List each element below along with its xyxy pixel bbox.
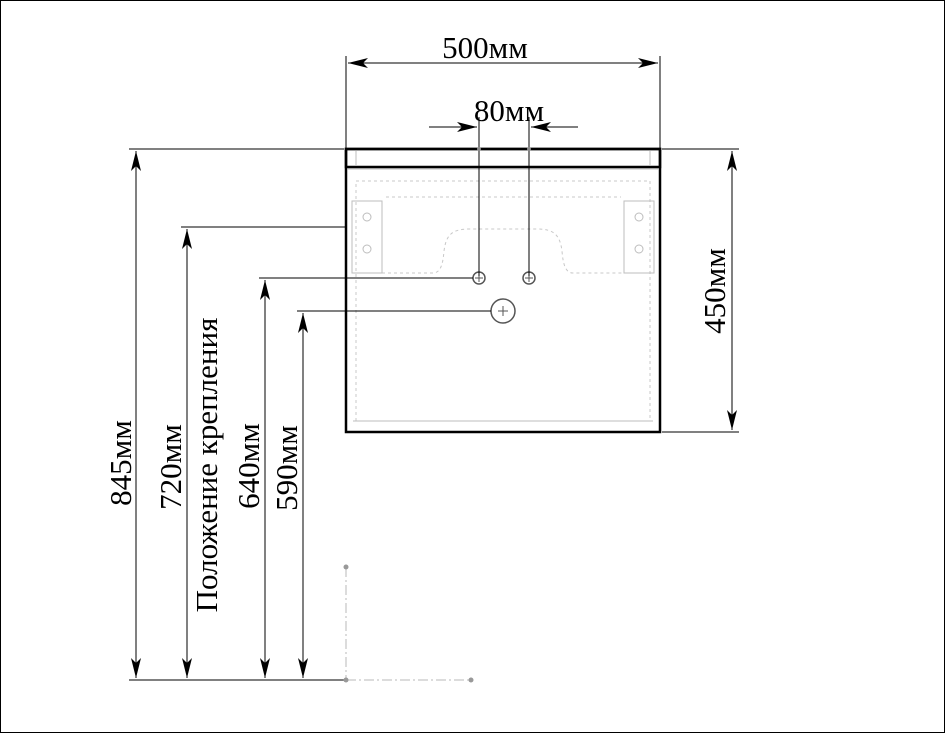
cabinet <box>344 147 662 434</box>
left-bracket <box>351 200 383 274</box>
mount-position-label: Положение крепления <box>189 318 224 613</box>
height-dimension: 450мм <box>662 148 739 433</box>
inner-frame <box>355 180 651 422</box>
floor-line <box>129 564 474 683</box>
right-bracket <box>623 200 655 274</box>
drain-hole <box>490 298 516 324</box>
mount-height-dimension: 720мм Положение крепления <box>153 226 346 678</box>
height-label: 450мм <box>697 248 732 334</box>
countertop <box>344 147 662 169</box>
inlet-height-1-label: 640мм <box>231 423 266 509</box>
inlet-height-2-label: 590мм <box>269 425 304 511</box>
hole-spacing-label: 80мм <box>474 93 544 128</box>
width-label: 500мм <box>442 30 528 65</box>
width-dimension: 500мм <box>345 30 661 149</box>
inlet-height-1-dimension: 640мм <box>231 277 473 678</box>
mount-height-label: 720мм <box>153 424 188 510</box>
total-height-dimension: 845мм <box>103 148 344 678</box>
total-height-label: 845мм <box>103 420 138 506</box>
hole-spacing-dimension: 80мм <box>429 93 578 276</box>
siphon-cutout <box>382 228 624 274</box>
inlet-height-2-dimension: 590мм <box>269 310 491 678</box>
cabinet-outline <box>344 147 662 434</box>
